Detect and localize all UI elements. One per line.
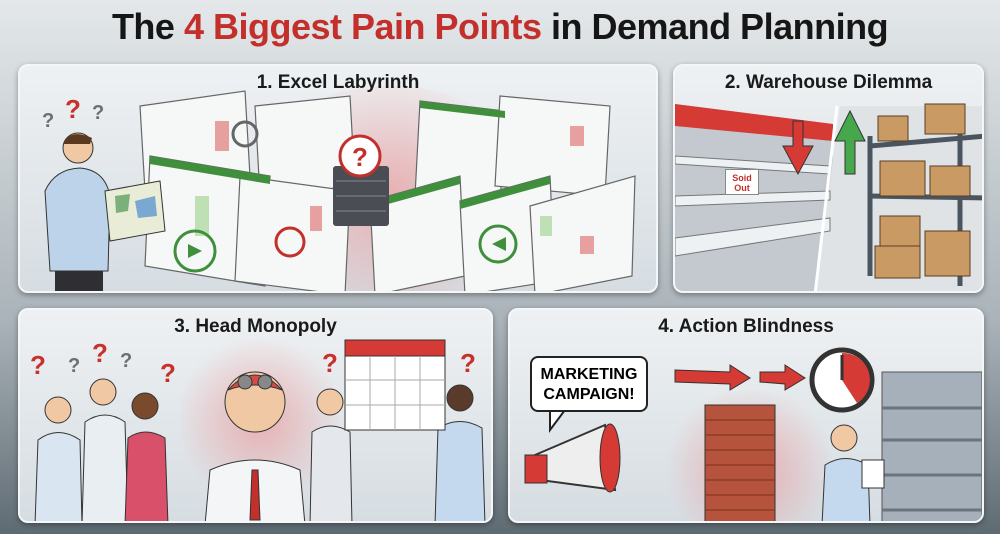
panel-action-blindness: 4. Action Blindness MARKETING CAMPAIGN! <box>508 308 984 523</box>
question-mark-icon: ? <box>30 350 46 380</box>
title-prefix: The <box>111 6 184 47</box>
question-mark-icon: ? <box>42 110 55 132</box>
panel-title: 2. Warehouse Dilemma <box>724 72 933 93</box>
spreadsheet-maze-icon: ? <box>44 90 636 291</box>
title-highlight: 4 Biggest Pain Points <box>183 6 542 47</box>
panel-title: 3. Head Monopoly <box>174 316 337 337</box>
sold-out-sign: Soid Out <box>725 169 759 195</box>
question-mark-icon: ? <box>160 358 176 388</box>
panel-title: 1. Excel Labyrinth <box>256 72 420 93</box>
action-illustration <box>524 347 982 521</box>
question-mark-icon: ? <box>65 94 81 124</box>
question-mark-icon: ? <box>322 348 338 378</box>
svg-text:?: ? <box>352 142 368 172</box>
question-mark-icon: ? <box>92 338 108 368</box>
question-mark-icon: ? <box>120 350 133 372</box>
title-suffix: in Demand Planning <box>541 6 889 47</box>
empty-shelf-icon <box>881 371 982 521</box>
question-circle-icon <box>338 134 382 178</box>
question-mark-icon: ? <box>68 355 81 377</box>
brick-wall-icon <box>704 404 776 521</box>
panel-excel-labyrinth: 1. Excel Labyrinth ? ? ? ? <box>18 64 658 293</box>
question-mark-icon: ? <box>460 348 476 378</box>
people-illustration <box>34 339 486 521</box>
panel-head-monopoly: 3. Head Monopoly ? ? ? ? ? ? ? <box>18 308 493 523</box>
question-mark-icon: ? <box>92 102 105 124</box>
empty-shelf-icon <box>675 103 982 291</box>
page-title: The 4 Biggest Pain Points in Demand Plan… <box>0 6 1000 48</box>
panel-warehouse-dilemma: 2. Warehouse Dilemma Soid Out <box>673 64 984 293</box>
speech-bubble: MARKETING CAMPAIGN! <box>530 356 648 412</box>
panel-title: 4. Action Blindness <box>658 316 834 337</box>
